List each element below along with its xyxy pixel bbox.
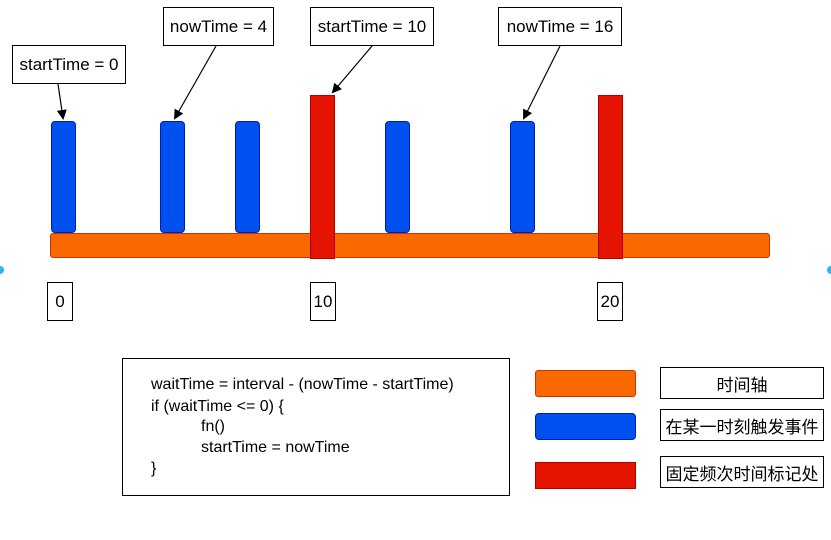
code-block: waitTime = interval - (nowTime - startTi… — [122, 358, 510, 496]
legend-label-mark: 固定频次时间标记处 — [660, 456, 824, 488]
legend-label-timeline: 时间轴 — [660, 367, 824, 399]
legend-swatch-timeline — [535, 370, 636, 397]
code-line-5: } — [151, 460, 157, 477]
legend-label-event: 在某一时刻触发事件 — [660, 409, 824, 441]
label-now-time-4: nowTime = 4 — [163, 7, 274, 46]
tick-label-20: 20 — [597, 282, 623, 321]
legend-swatch-event — [535, 413, 636, 440]
legend-swatch-mark — [535, 462, 636, 489]
right-edge-handle — [827, 266, 831, 274]
tick-label-0: 0 — [47, 282, 73, 321]
event-bar-3 — [235, 121, 260, 233]
label-start-time-10: startTime = 10 — [310, 7, 434, 46]
mark-bar-20 — [598, 95, 623, 259]
arrow-now16 — [523, 45, 561, 120]
event-bar-4 — [385, 121, 410, 233]
label-now-time-16: nowTime = 16 — [498, 7, 622, 46]
arrow-start10 — [331, 45, 373, 94]
left-edge-handle — [0, 266, 4, 274]
code-line-3: fn() — [201, 418, 225, 435]
event-bar-5 — [510, 121, 535, 233]
code-line-4: startTime = nowTime — [201, 439, 350, 456]
mark-bar-10 — [310, 95, 335, 259]
event-bar-2 — [160, 121, 185, 233]
code-line-1: waitTime = interval - (nowTime - startTi… — [151, 376, 454, 393]
arrow-now4 — [174, 45, 217, 120]
code-line-2: if (waitTime <= 0) { — [151, 398, 284, 415]
timeline-bar — [50, 233, 770, 258]
tick-label-10: 10 — [310, 282, 336, 321]
arrow-start0 — [56, 83, 67, 120]
label-start-time-0: startTime = 0 — [12, 45, 126, 84]
event-bar-1 — [51, 121, 76, 233]
